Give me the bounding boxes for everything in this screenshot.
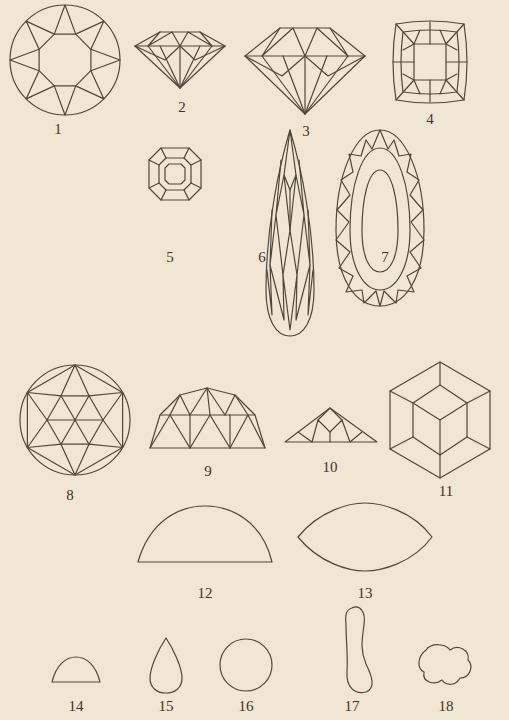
callout-number: 5 [166, 250, 174, 265]
callout-number: 2 [178, 100, 186, 115]
baroque-drop [346, 607, 372, 693]
callout-number: 4 [426, 112, 434, 127]
callout-number: 12 [198, 586, 213, 601]
baroque-cluster [419, 645, 471, 685]
hexagonal-cut [390, 362, 490, 478]
step-cut-octagon [149, 148, 201, 200]
callout-number: 14 [69, 699, 84, 714]
callout-number: 17 [345, 699, 360, 714]
callout-number: 11 [439, 484, 453, 499]
drop-shape [150, 638, 182, 693]
callout-number: 18 [439, 699, 454, 714]
brilliant-side-view [135, 32, 225, 88]
callout-number: 9 [204, 464, 212, 479]
brilliant-top-view [10, 5, 120, 115]
callout-number: 8 [66, 488, 74, 503]
flat-rose-side [285, 408, 377, 442]
callout-number: 3 [302, 124, 310, 139]
callout-number: 13 [358, 586, 373, 601]
rose-cut-side [150, 388, 265, 448]
double-cabochon [298, 503, 432, 571]
callout-number: 16 [239, 699, 254, 714]
cushion-cut [393, 21, 467, 103]
pear-cut [336, 130, 424, 306]
callout-number: 7 [381, 250, 389, 265]
callout-number: 1 [54, 122, 62, 137]
round-shape [220, 639, 272, 691]
cabochon-side [138, 506, 272, 562]
callout-number: 15 [159, 699, 174, 714]
small-cabochon [52, 657, 100, 682]
callout-number: 10 [323, 460, 338, 475]
brilliant-deep-view [245, 28, 365, 114]
callout-number: 6 [258, 250, 266, 265]
briolette-drop [266, 130, 314, 336]
rose-cut-top [20, 365, 130, 475]
